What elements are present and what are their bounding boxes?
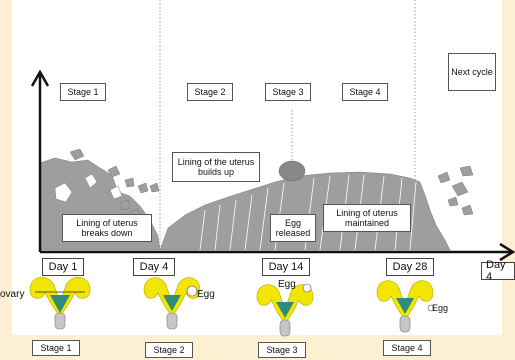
bottom-stage-label-4: Stage 4 <box>383 340 431 356</box>
builds-up-label: Lining of the uterus builds up <box>172 152 260 182</box>
uterus-icon-stage3 <box>256 283 314 337</box>
stage-label-4: Stage 4 <box>342 83 388 101</box>
maintained-label: Lining of uterus maintained <box>323 204 411 232</box>
egg-label-stage2: Egg <box>197 289 215 300</box>
bottom-stage-label-1: Stage 1 <box>32 340 80 356</box>
axes <box>38 75 512 254</box>
bottom-stage-label-3: Stage 3 <box>258 342 306 358</box>
breaks-down-label: Lining of uterus breaks down <box>62 214 152 242</box>
egg-released-icon <box>278 160 306 182</box>
uterus-icon-stage1 <box>29 277 91 330</box>
y-axis-arrow <box>30 69 50 87</box>
breakdown-holes <box>54 173 123 203</box>
day-label-day1: Day 1 <box>42 258 84 276</box>
stage-label-3: Stage 3 <box>265 83 311 101</box>
day-label-day4: Day 4 <box>133 258 175 276</box>
stage-label-2: Stage 2 <box>187 83 233 101</box>
day-label-day14: Day 14 <box>262 258 310 276</box>
egg-released-label: Egg released <box>270 214 316 242</box>
day-label-day28: Day 28 <box>386 258 434 276</box>
next-cycle-label: Next cycle <box>448 53 496 91</box>
egg-label-stage4: Egg <box>432 303 449 313</box>
uterus-icon-stage4 <box>376 280 435 333</box>
stage-label-1: Stage 1 <box>60 83 106 101</box>
bottom-stage-label-2: Stage 2 <box>145 342 193 358</box>
day-label-next-day4: Day 4 <box>481 259 515 283</box>
egg-label-stage3: Egg <box>278 279 296 290</box>
ovary-label: ovary <box>0 289 25 300</box>
x-axis-arrow <box>499 242 515 262</box>
breakdown-fragments <box>69 148 474 221</box>
uterus-icon-stage2 <box>143 277 201 330</box>
